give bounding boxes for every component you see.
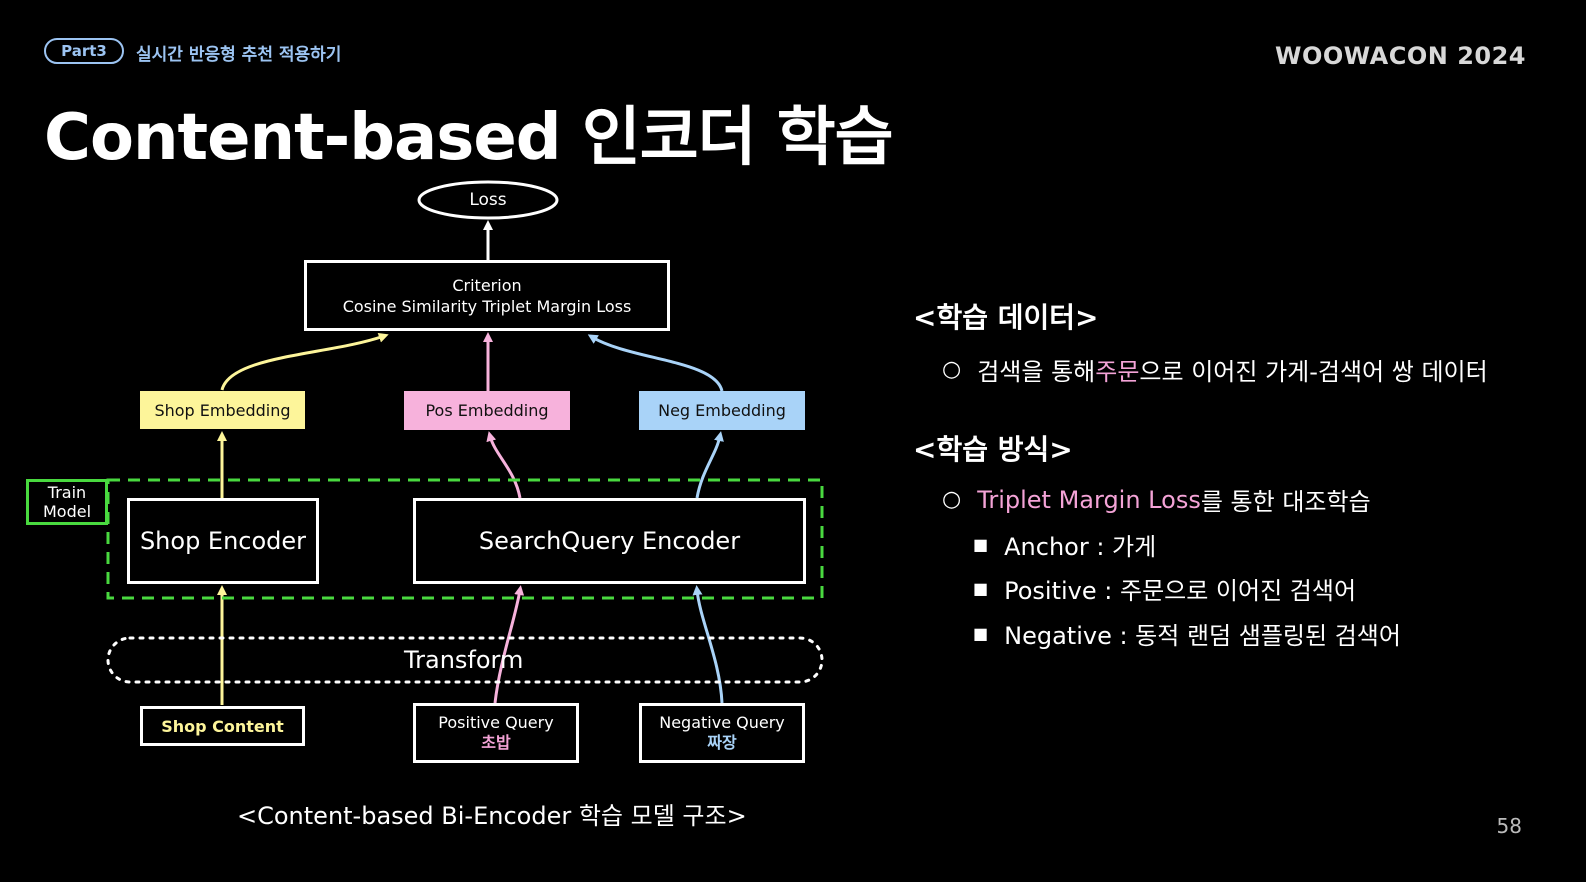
train-model-group <box>106 478 824 600</box>
pos-embedding: Pos Embedding <box>404 391 570 430</box>
square-bullet-icon: ■ <box>973 624 989 643</box>
data-heading: <학습 데이터> <box>913 301 1099 334</box>
loss-node <box>417 180 559 220</box>
arrow-encoder-to-pos-emb <box>486 431 522 499</box>
neg-embedding: Neg Embedding <box>639 391 805 430</box>
shop-encoder: Shop Encoder <box>127 498 319 584</box>
method-heading: <학습 방식> <box>913 433 1073 466</box>
sub-bullet-text: Negative : 동적 랜덤 샘플링된 검색어 <box>1004 622 1401 650</box>
sub-bullet-positive: ■ Positive : 주문으로 이어진 검색어 <box>973 571 1356 606</box>
data-bullet-post: 으로 이어진 가게-검색어 쌍 데이터 <box>1139 358 1488 386</box>
square-bullet-icon: ■ <box>973 535 989 554</box>
circle-bullet-icon: ○ <box>942 487 962 512</box>
criterion-title: Criterion <box>452 275 522 295</box>
data-bullet-pre: 검색을 통해 <box>977 358 1096 386</box>
arrow-shop-emb-to-criterion <box>220 332 389 391</box>
positive-query-label: Positive Query <box>438 713 554 732</box>
positive-query-example: 초밥 <box>481 733 511 752</box>
part-badge: Part3 <box>44 38 124 64</box>
train-model-tag: Train Model <box>26 479 108 525</box>
circle-bullet-icon: ○ <box>942 357 962 382</box>
page-number: 58 <box>1496 814 1522 838</box>
data-bullet-highlight: 주문 <box>1095 358 1140 386</box>
arrow-neg-emb-to-criterion <box>587 334 724 392</box>
positive-query-box: Positive Query 초밥 <box>413 703 579 763</box>
negative-query-example: 짜장 <box>707 733 737 752</box>
shop-embedding: Shop Embedding <box>140 391 305 429</box>
negative-query-box: Negative Query 짜장 <box>639 703 805 763</box>
train-model-line2: Model <box>42 502 92 521</box>
part-subtitle: 실시간 반응형 추천 적용하기 <box>136 45 342 65</box>
shop-content: Shop Content <box>140 706 305 746</box>
method-bullet-highlight: Triplet Margin Loss <box>977 485 1201 514</box>
sub-bullet-anchor: ■ Anchor : 가게 <box>973 527 1156 562</box>
sub-bullet-negative: ■ Negative : 동적 랜덤 샘플링된 검색어 <box>973 616 1401 651</box>
criterion-box: Criterion Cosine Similarity Triplet Marg… <box>304 260 670 331</box>
page-title: Content-based 인코더 학습 <box>44 101 893 175</box>
criterion-loss-name: Cosine Similarity Triplet Margin Loss <box>342 296 632 316</box>
negative-query-label: Negative Query <box>659 713 785 732</box>
method-bullet: ○ Triplet Margin Loss 를 통한 대조학습 <box>942 482 1371 517</box>
part-label: Part3 <box>61 42 107 60</box>
diagram-caption: <Content-based Bi-Encoder 학습 모델 구조> <box>237 802 747 830</box>
arrow-positive-query-to-encoder <box>493 585 525 704</box>
sub-bullet-text: Positive : 주문으로 이어진 검색어 <box>1004 577 1357 605</box>
transform-group <box>106 636 824 684</box>
transform-label: Transform <box>404 646 524 674</box>
arrow-negative-query-to-encoder <box>692 585 724 704</box>
arrow-encoder-to-neg-emb <box>695 431 724 499</box>
train-model-line1: Train <box>47 483 87 502</box>
method-bullet-post: 를 통한 대조학습 <box>1200 488 1371 516</box>
searchquery-encoder: SearchQuery Encoder <box>413 498 806 584</box>
brand-logo: WOOWACON 2024 <box>1275 42 1526 70</box>
sub-bullet-text: Anchor : 가게 <box>1004 533 1157 561</box>
loss-label: Loss <box>469 190 507 210</box>
square-bullet-icon: ■ <box>973 579 989 598</box>
